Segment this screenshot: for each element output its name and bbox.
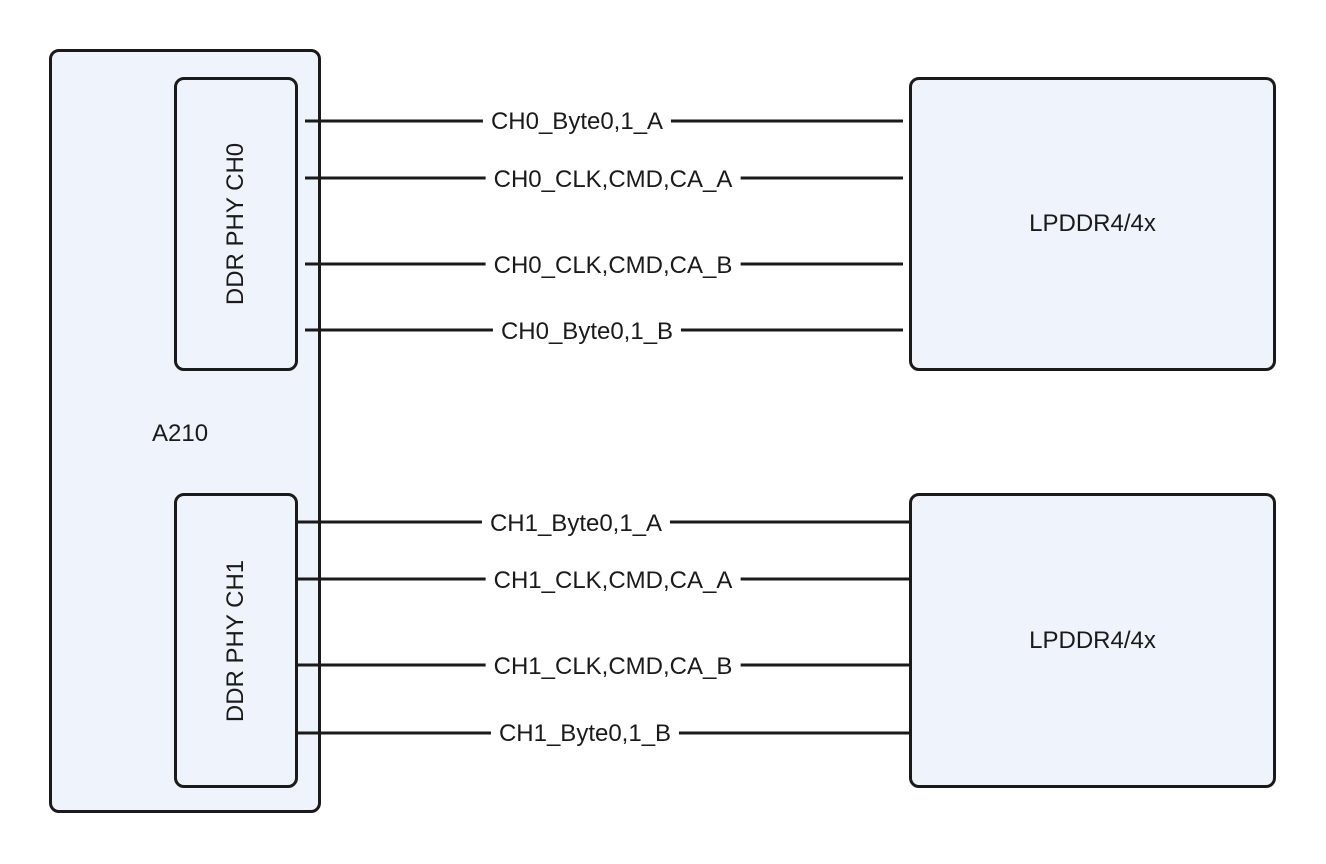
signal-label: CH1_CLK,CMD,CA_B [485, 653, 741, 681]
signal-label: CH0_CLK,CMD,CA_A [485, 166, 741, 194]
ddr-phy-ch1-block: DDR PHY CH1 [174, 493, 298, 788]
signal-label: CH0_Byte0,1_A [482, 108, 672, 136]
signal-label: CH1_Byte0,1_B [490, 720, 680, 748]
signal-label: CH0_CLK,CMD,CA_B [485, 252, 741, 280]
signal-label: CH1_CLK,CMD,CA_A [485, 567, 741, 595]
soc-label: A210 [152, 420, 209, 447]
lpddr-memory-ch1-block: LPDDR4/4x [909, 493, 1276, 788]
lpddr-memory-ch1-label: LPDDR4/4x [1029, 626, 1156, 654]
ddr-phy-ch0-block: DDR PHY CH0 [174, 77, 298, 371]
signal-label: CH0_Byte0,1_B [492, 318, 682, 346]
lpddr-memory-ch0-label: LPDDR4/4x [1029, 210, 1156, 237]
signal-label: CH1_Byte0,1_A [481, 510, 671, 538]
lpddr-memory-ch0-block: LPDDR4/4x [909, 77, 1276, 371]
